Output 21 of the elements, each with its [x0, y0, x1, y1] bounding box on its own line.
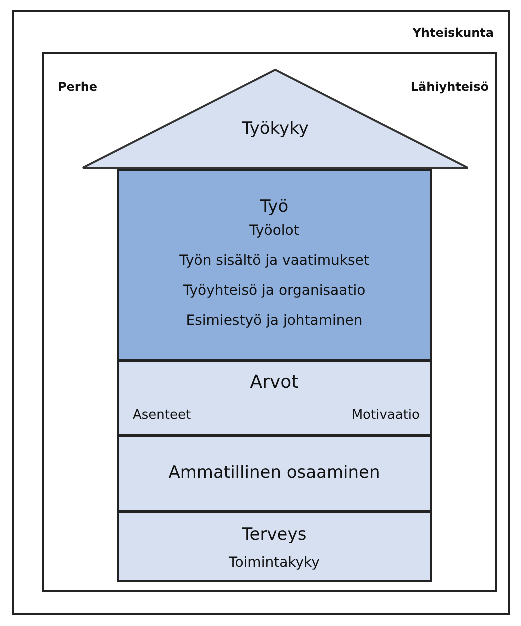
frame-box [12, 10, 510, 615]
floor-box [117, 511, 432, 582]
floor-box [117, 435, 432, 512]
label-text: Työn sisältö ja vaatimukset [180, 253, 370, 269]
label-text: Ammatillinen osaaminen [168, 463, 380, 483]
label-text: Motivaatio [352, 408, 420, 423]
label-text: Perhe [58, 80, 98, 94]
label-text: Työ [260, 197, 289, 217]
frame-box [42, 52, 497, 592]
label-text: Lähiyhteisö [410, 80, 489, 94]
label-text: Esimiestyö ja johtaminen [186, 313, 363, 329]
label-text: Arvot [250, 372, 299, 393]
label-text: Työyhteisö ja organisaatio [183, 283, 366, 299]
label-text: Työolot [250, 223, 300, 239]
floor-box [117, 360, 432, 436]
label-text: Terveys [242, 525, 307, 545]
floor-box [117, 169, 432, 361]
label-text: Työkyky [242, 119, 309, 139]
label-text: Asenteet [133, 408, 192, 423]
label-text: Toimintakyky [229, 555, 320, 571]
label-text: Yhteiskunta [412, 26, 494, 40]
